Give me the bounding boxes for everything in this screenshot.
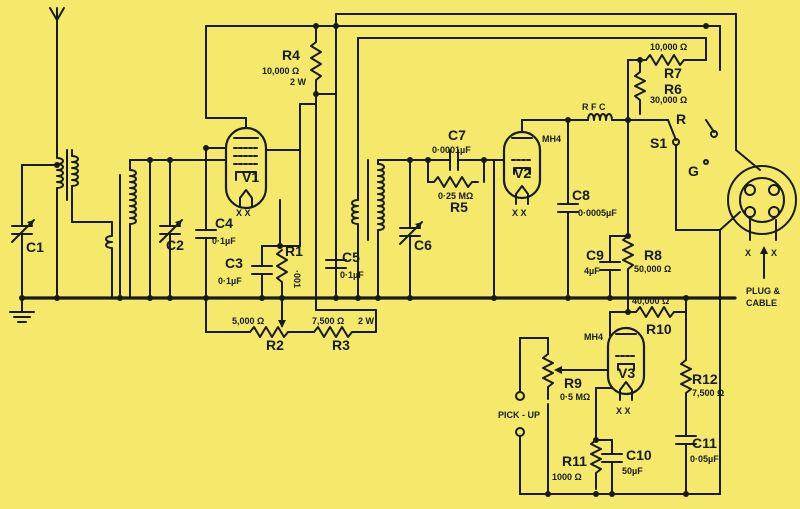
resistor-r5: 0·25 MΩ R5 [427,159,485,215]
r11-value: 1000 Ω [552,472,582,482]
r12-value: 7,500 Ω [692,388,724,398]
grid-coil-1 [105,159,201,299]
v2-type: MH4 [542,134,561,144]
pickup-input: PICK - UP [498,337,540,495]
r2-label: R2 [266,337,284,353]
capacitor-c9: C9 4µF [584,235,629,299]
capacitor-c5: C5 0·1µF [325,239,364,299]
resistor-r1: R1 ·001 [261,199,303,299]
v2-label: V2 [514,165,531,181]
resistor-r9: R9 0·5 MΩ [519,337,609,495]
v3-type: MH4 [584,332,603,342]
c8-label: C8 [572,187,590,203]
r1-label: R1 [285,243,303,259]
c5-value: 0·1µF [340,270,364,280]
r10-label: R10 [646,321,672,337]
switch-g-label: G [688,163,699,179]
c7-label: C7 [448,127,466,143]
rf-choke: R F C [582,102,629,121]
plug-x-right: X [771,248,777,258]
supply-rails [205,13,737,299]
r12-label: R12 [692,371,718,387]
resistor-r3: 7,500 Ω 2 W R3 [312,309,377,353]
r8-label: R8 [644,247,662,263]
r6-value: 30,000 Ω [650,95,687,105]
r10-value: 40,000 Ω [632,296,669,306]
r4-label: R4 [282,47,300,63]
ground-symbol-icon [9,311,35,323]
aerial-icon [49,7,65,151]
resistor-r4: R4 10,000 Ω 2 W [262,41,322,95]
plug-x-left: X [745,248,751,258]
plug-socket: X X PLUG & CABLE [719,149,797,308]
r6-label: R6 [664,81,682,97]
c11-value: 0·05µF [690,454,719,464]
c10-label: C10 [626,447,652,463]
capacitor-c4: C4 0·1µF [195,147,236,299]
r3-label: R3 [332,337,350,353]
c9-value: 4µF [584,266,600,276]
resistor-r6: R6 30,000 Ω [627,59,687,121]
v3-label: V3 [618,365,635,381]
capacitor-c1: C1 [11,164,58,299]
r5-value: 0·25 MΩ [438,191,473,201]
plug-label-1: PLUG & [746,286,781,296]
capacitor-c11: C11 0·05µF [675,435,719,495]
capacitor-c8: C8 0·0005µF [557,119,617,299]
valve-v3: V3 MH4 X X [584,326,646,416]
resistor-r2: 5,000 Ω R2 [205,297,315,353]
r9-value: 0·5 MΩ [560,392,590,402]
r4-value: 10,000 Ω [262,66,299,76]
r4-power: 2 W [290,77,307,87]
c3-label: C3 [225,255,243,271]
v1-label: V1 [242,169,259,185]
c9-label: C9 [586,247,604,263]
r11-label: R11 [562,453,587,469]
capacitor-c10: C10 50µF [595,439,652,495]
s1-label: S1 [650,135,667,151]
resistor-r11: R11 1000 Ω [552,439,602,490]
aerial-coil [54,149,113,299]
v1-heater-label: X X [236,208,251,218]
switch-s1: S1 R G [650,111,737,231]
r5-label: R5 [450,199,468,215]
r8-value: 50,000 Ω [634,264,671,274]
rfc-label: R F C [582,102,606,112]
c4-value: 0·1µF [212,236,236,246]
valve-v2: V2 MH4 X X [502,130,561,218]
switch-r-label: R [676,111,686,127]
r2-value: 5,000 Ω [232,316,264,326]
pickup-label: PICK - UP [498,410,540,420]
plug-label-2: CABLE [746,298,777,308]
v2-heater-label: X X [512,208,527,218]
v3-heater-label: X X [616,406,631,416]
r3-value: 7,500 Ω [312,316,344,326]
c4-label: C4 [215,215,233,231]
c8-value: 0·0005µF [578,208,617,218]
r7-label: R7 [664,65,682,81]
c7-value: 0·0001µF [432,145,471,155]
capacitor-c7: C7 0·0001µF [409,127,505,171]
valve-v1: V1 X X [224,126,268,218]
c10-value: 50µF [622,466,643,476]
c5-label: C5 [342,249,360,265]
r3-power: 2 W [358,316,375,326]
r9-label: R9 [564,375,582,391]
r7-value: 10,000 Ω [650,42,687,52]
r1-value: ·001 [292,270,302,288]
capacitor-c6: C6 [399,159,432,299]
c3-value: 0·1µF [218,276,242,286]
capacitor-c3: C3 0·1µF [218,245,273,299]
resistor-r8: R8 50,000 Ω [622,119,671,299]
c2-label: C2 [166,237,184,253]
c1-label: C1 [26,239,44,255]
intervalve-coil [299,103,445,299]
c11-label: C11 [692,435,717,451]
capacitor-c2: C2 [159,159,184,299]
c6-label: C6 [414,237,432,253]
resistor-r12: R12 7,500 Ω [680,359,724,437]
